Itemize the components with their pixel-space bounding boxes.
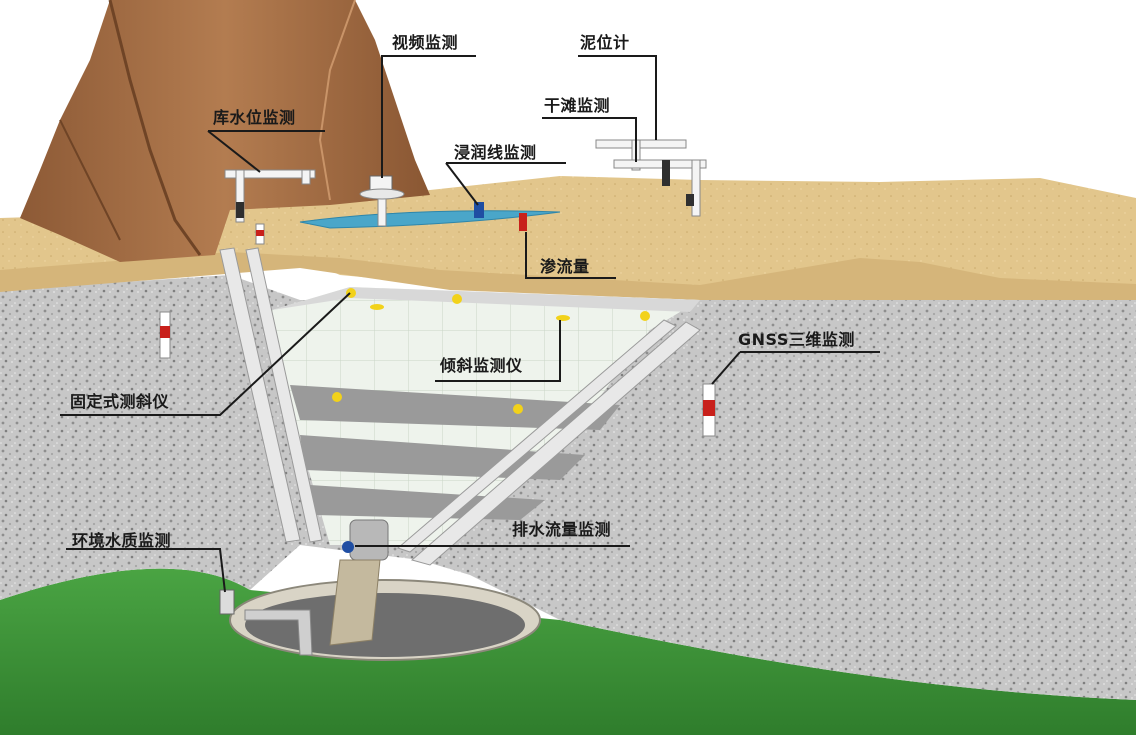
left-drainage-channel xyxy=(219,247,323,543)
label-seepage-flow: 渗流量 xyxy=(540,257,590,276)
label-fixed-inclinometer: 固定式测斜仪 xyxy=(70,392,170,411)
label-phreatic-line: 浸润线监测 xyxy=(454,143,537,162)
mountain-highlight xyxy=(318,0,356,201)
video-camera xyxy=(359,175,405,227)
water-quality-sensor xyxy=(219,589,235,615)
basin-outlet-pipe xyxy=(244,609,313,656)
label-mud-level-meter: 泥位计 xyxy=(580,33,630,52)
sand-cut-edge xyxy=(0,252,1136,300)
beach-monitor-frame xyxy=(613,159,707,217)
gnss-post xyxy=(702,383,716,437)
dam-berm-2 xyxy=(300,435,585,480)
monitoring-post-top xyxy=(255,223,265,245)
settling-basin-water xyxy=(245,593,525,657)
label-gnss: GNSS三维监测 xyxy=(738,330,855,349)
reservoir-level-gauge xyxy=(224,169,316,223)
label-reservoir-level: 库水位监测 xyxy=(213,108,296,127)
label-water-quality: 环境水质监测 xyxy=(72,531,172,550)
dam-berm-1 xyxy=(290,385,620,430)
drainage-pipe xyxy=(349,519,389,561)
label-tilt-monitor: 倾斜监测仪 xyxy=(440,356,523,375)
right-drainage-channel xyxy=(397,319,701,566)
monitoring-post-left xyxy=(159,311,171,359)
label-drainage-flow: 排水流量监测 xyxy=(512,520,612,539)
drainage-outflow xyxy=(329,559,381,646)
tilt-sensors xyxy=(332,288,650,414)
mountain-ridge-line xyxy=(108,0,202,256)
label-video-monitoring: 视频监测 xyxy=(392,33,459,52)
drainage-flow-meter-icon xyxy=(342,541,354,553)
dam-crest xyxy=(272,287,700,312)
seepage-sensor xyxy=(519,213,527,231)
mountain-ridge-line-2 xyxy=(59,119,121,241)
reservoir-water xyxy=(299,210,561,229)
leader-lines xyxy=(60,55,880,593)
phreatic-sensor xyxy=(474,202,484,218)
label-dry-beach: 干滩监测 xyxy=(544,96,611,115)
